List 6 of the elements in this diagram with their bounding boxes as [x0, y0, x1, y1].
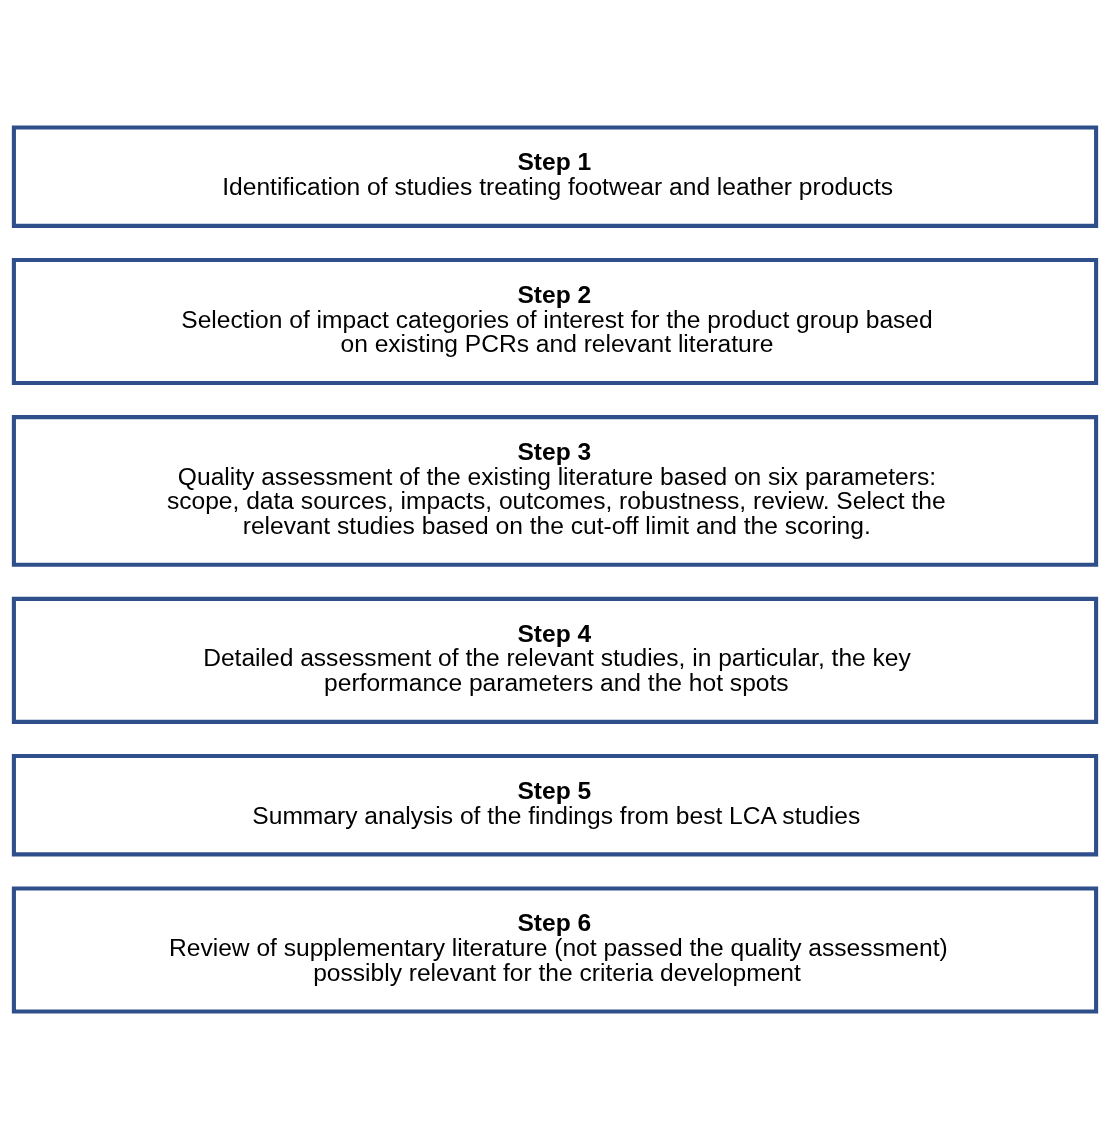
node-box: Step 1 Identification of studies treating footwear and leather products: [11, 124, 1099, 228]
node-box: Step 2 Selection of impact categories of interest for the product group based on existing PCRs and relevant literature: [11, 257, 1099, 385]
node-box: Step 5 Summary analysis of the findings from best LCA studies: [11, 753, 1099, 856]
node-box: Step 4 Detailed assessment of the relevant studies, in particular, the key performance parameters and the hot spots: [11, 596, 1099, 724]
node-box: Step 6 Review of supplementary literature (not passed the quality assessment) possibly relevant for the criteria development: [11, 886, 1099, 1014]
node-box: Step 3 Quality assessment of the existing literature based on six parameters: scope, data sources, impacts, outcomes, robustness, review. Select the relevant studies based on the cut-off limit and the scoring.: [11, 414, 1099, 567]
